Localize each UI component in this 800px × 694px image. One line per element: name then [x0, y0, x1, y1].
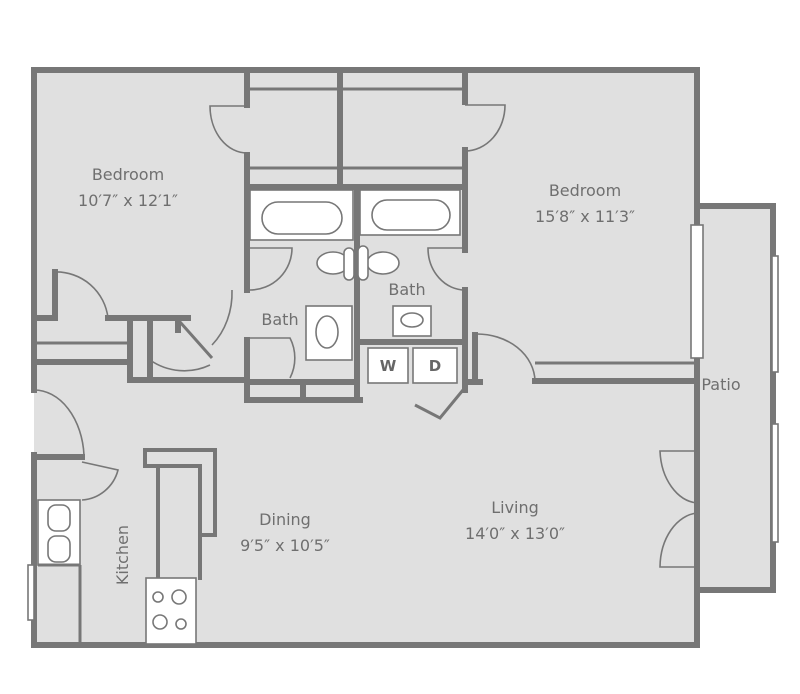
bathrooms: [244, 187, 468, 403]
patio-floor: [697, 206, 773, 588]
toilet-tank: [343, 247, 355, 281]
tub-basin: [261, 201, 343, 235]
washer-label: W: [380, 357, 397, 375]
kitchen-label: Kitchen: [113, 525, 132, 585]
bedroom-1-label: Bedroom: [92, 165, 164, 184]
toilet-tank: [357, 245, 369, 281]
entry: [31, 269, 248, 456]
bedroom-1-size: 10′7″ x 12′1″: [78, 191, 178, 210]
bedroom-2-size: 15′8″ x 11′3″: [535, 207, 635, 226]
tub-basin: [371, 199, 451, 231]
window: [690, 224, 704, 359]
sink: [315, 315, 339, 349]
window: [27, 564, 35, 621]
dining-label: Dining: [259, 510, 311, 529]
sink-basin: [47, 504, 71, 532]
window: [771, 255, 779, 373]
burner: [171, 589, 187, 605]
patio-door[interactable]: [659, 450, 698, 504]
sink-basin: [47, 535, 71, 563]
dryer-label: D: [429, 357, 441, 375]
washer: [367, 347, 409, 384]
bath-2-label: Bath: [388, 280, 425, 299]
laundry: W D: [367, 347, 468, 420]
patio-door[interactable]: [659, 512, 698, 568]
burner: [152, 591, 164, 603]
main-floor: [34, 70, 697, 645]
dining-size: 9′5″ x 10′5″: [240, 536, 330, 555]
closets: [209, 67, 506, 251]
dryer: [412, 347, 458, 384]
hall-walls: [467, 332, 700, 385]
window: [771, 423, 779, 543]
bath-1-label: Bath: [261, 310, 298, 329]
sink: [400, 312, 424, 328]
stove: [145, 577, 197, 645]
burner: [152, 614, 168, 630]
living-size: 14′0″ x 13′0″: [465, 524, 565, 543]
burner: [175, 618, 187, 630]
living-label: Living: [491, 498, 539, 517]
bedroom-2-label: Bedroom: [549, 181, 621, 200]
kitchen: [31, 448, 217, 645]
patio-label: Patio: [701, 375, 740, 394]
toilet: [366, 251, 400, 275]
